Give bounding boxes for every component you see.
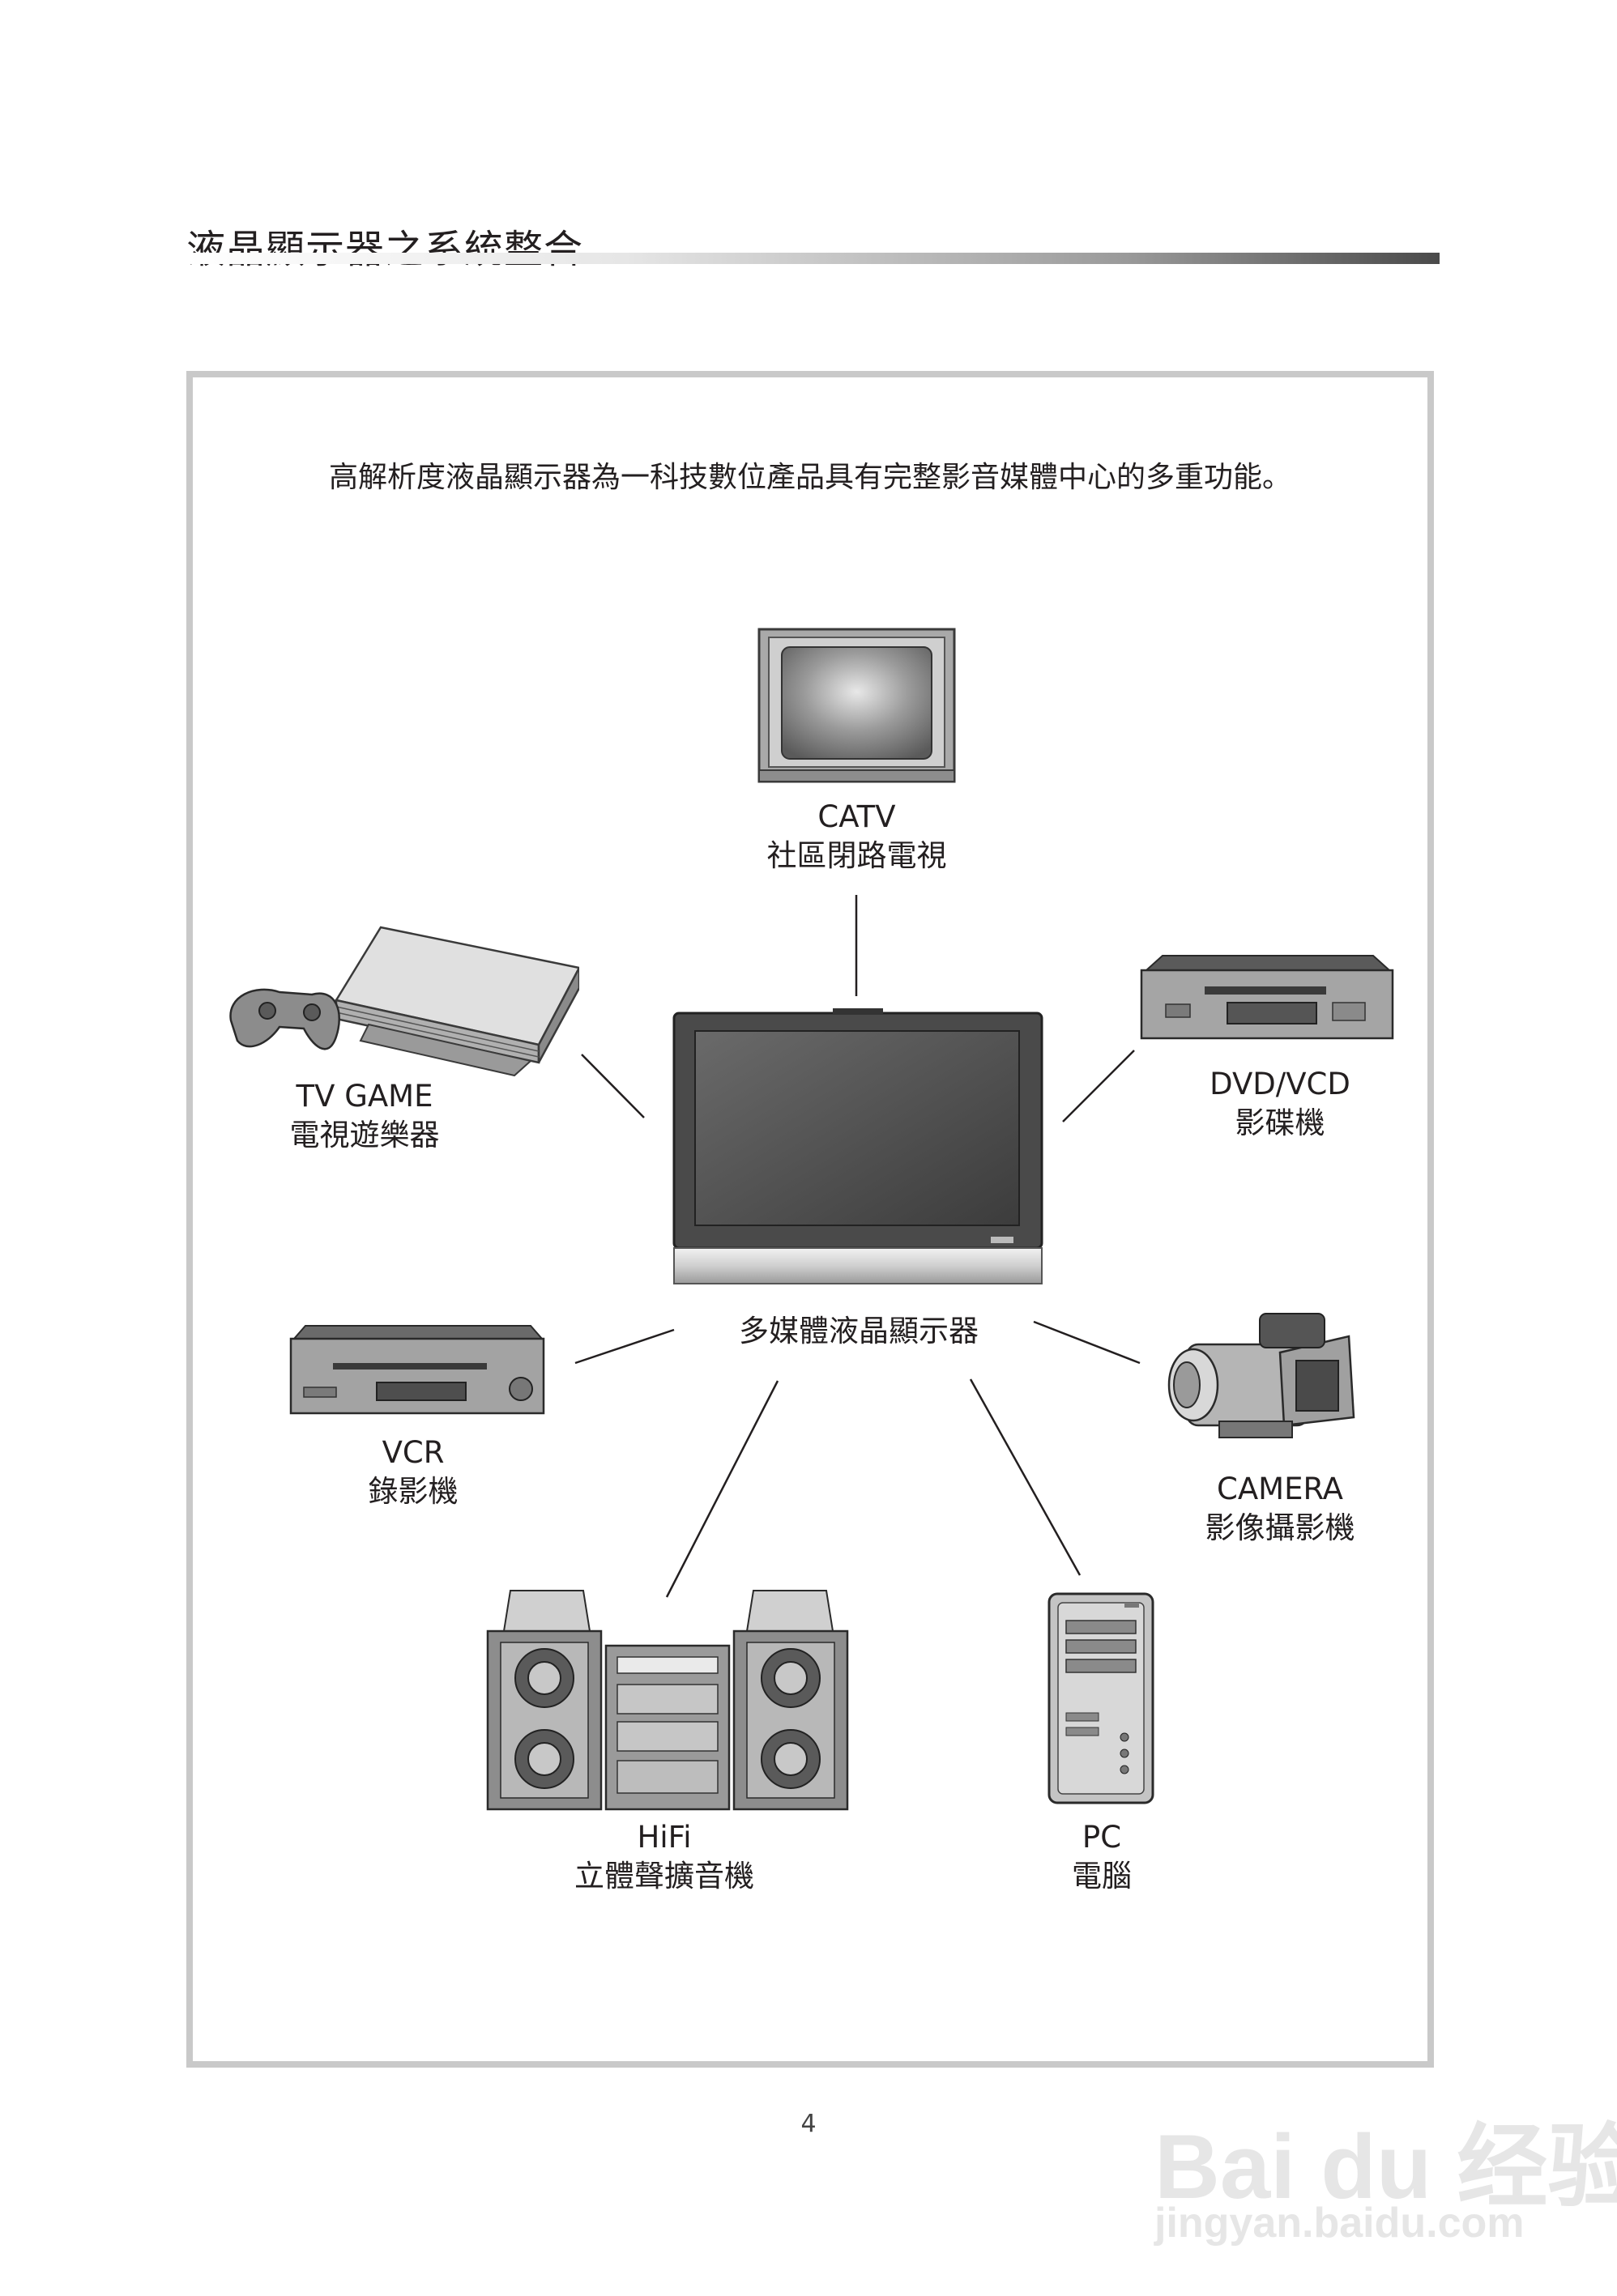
label-catv-zh: 社區閉路電視: [766, 838, 947, 873]
label-hifi-zh: 立體聲擴音機: [574, 1859, 754, 1893]
label-camera-en: CAMERA: [1217, 1472, 1343, 1506]
line-hifi: [665, 1380, 779, 1598]
page-title: 液晶顯示器之系統整合: [186, 227, 584, 272]
hifi-stereo-icon: [486, 1590, 849, 1811]
line-dvd: [1062, 1050, 1135, 1122]
game-console-icon: [229, 926, 579, 1077]
label-vcr: VCR 錄影機: [292, 1433, 535, 1511]
label-camera-zh: 影像攝影機: [1205, 1510, 1355, 1545]
intro-text: 高解析度液晶顯示器為一科技數位產品具有完整影音媒體中心的多重功能。: [328, 461, 1291, 494]
title-underline-bar: [186, 253, 1440, 264]
label-hifi: HiFi 立體聲擴音機: [535, 1818, 794, 1896]
label-vcr-en: VCR: [382, 1435, 445, 1470]
watermark-url: jingyan.baidu.com: [1154, 2200, 1525, 2247]
label-pc: PC 電腦: [980, 1818, 1223, 1896]
label-catv-en: CATV: [817, 799, 896, 834]
label-tvgame: TV GAME 電視遊樂器: [243, 1077, 486, 1155]
label-dvd-zh: 影碟機: [1235, 1105, 1325, 1140]
label-dvd-en: DVD/VCD: [1210, 1067, 1350, 1101]
dvd-player-icon: [1140, 955, 1394, 1040]
line-vcr: [574, 1328, 675, 1365]
label-tvgame-zh: 電視遊樂器: [289, 1118, 440, 1152]
line-pc: [969, 1378, 1082, 1576]
crt-tv-icon: [757, 628, 956, 783]
camcorder-icon: [1167, 1313, 1355, 1438]
label-tvgame-en: TV GAME: [296, 1079, 433, 1114]
pc-tower-icon: [1047, 1592, 1154, 1804]
lcd-monitor-icon: [672, 1008, 1043, 1284]
watermark-brand: Bai du 经验: [1154, 2116, 1617, 2217]
label-pc-zh: 電腦: [1072, 1859, 1132, 1893]
line-tvgame: [581, 1054, 645, 1118]
label-vcr-zh: 錄影機: [368, 1474, 459, 1509]
page-number: 4: [800, 2110, 817, 2138]
label-hifi-en: HiFi: [637, 1820, 692, 1855]
line-camera: [1033, 1320, 1141, 1365]
vcr-icon: [289, 1325, 545, 1415]
label-pc-en: PC: [1082, 1820, 1122, 1855]
label-catv: CATV 社區閉路電視: [721, 798, 992, 875]
gamepad-icon: [229, 988, 340, 1050]
label-dvd: DVD/VCD 影碟機: [1158, 1065, 1402, 1143]
label-camera: CAMERA 影像攝影機: [1158, 1470, 1402, 1548]
label-center: 多媒體液晶顯示器: [739, 1314, 979, 1348]
